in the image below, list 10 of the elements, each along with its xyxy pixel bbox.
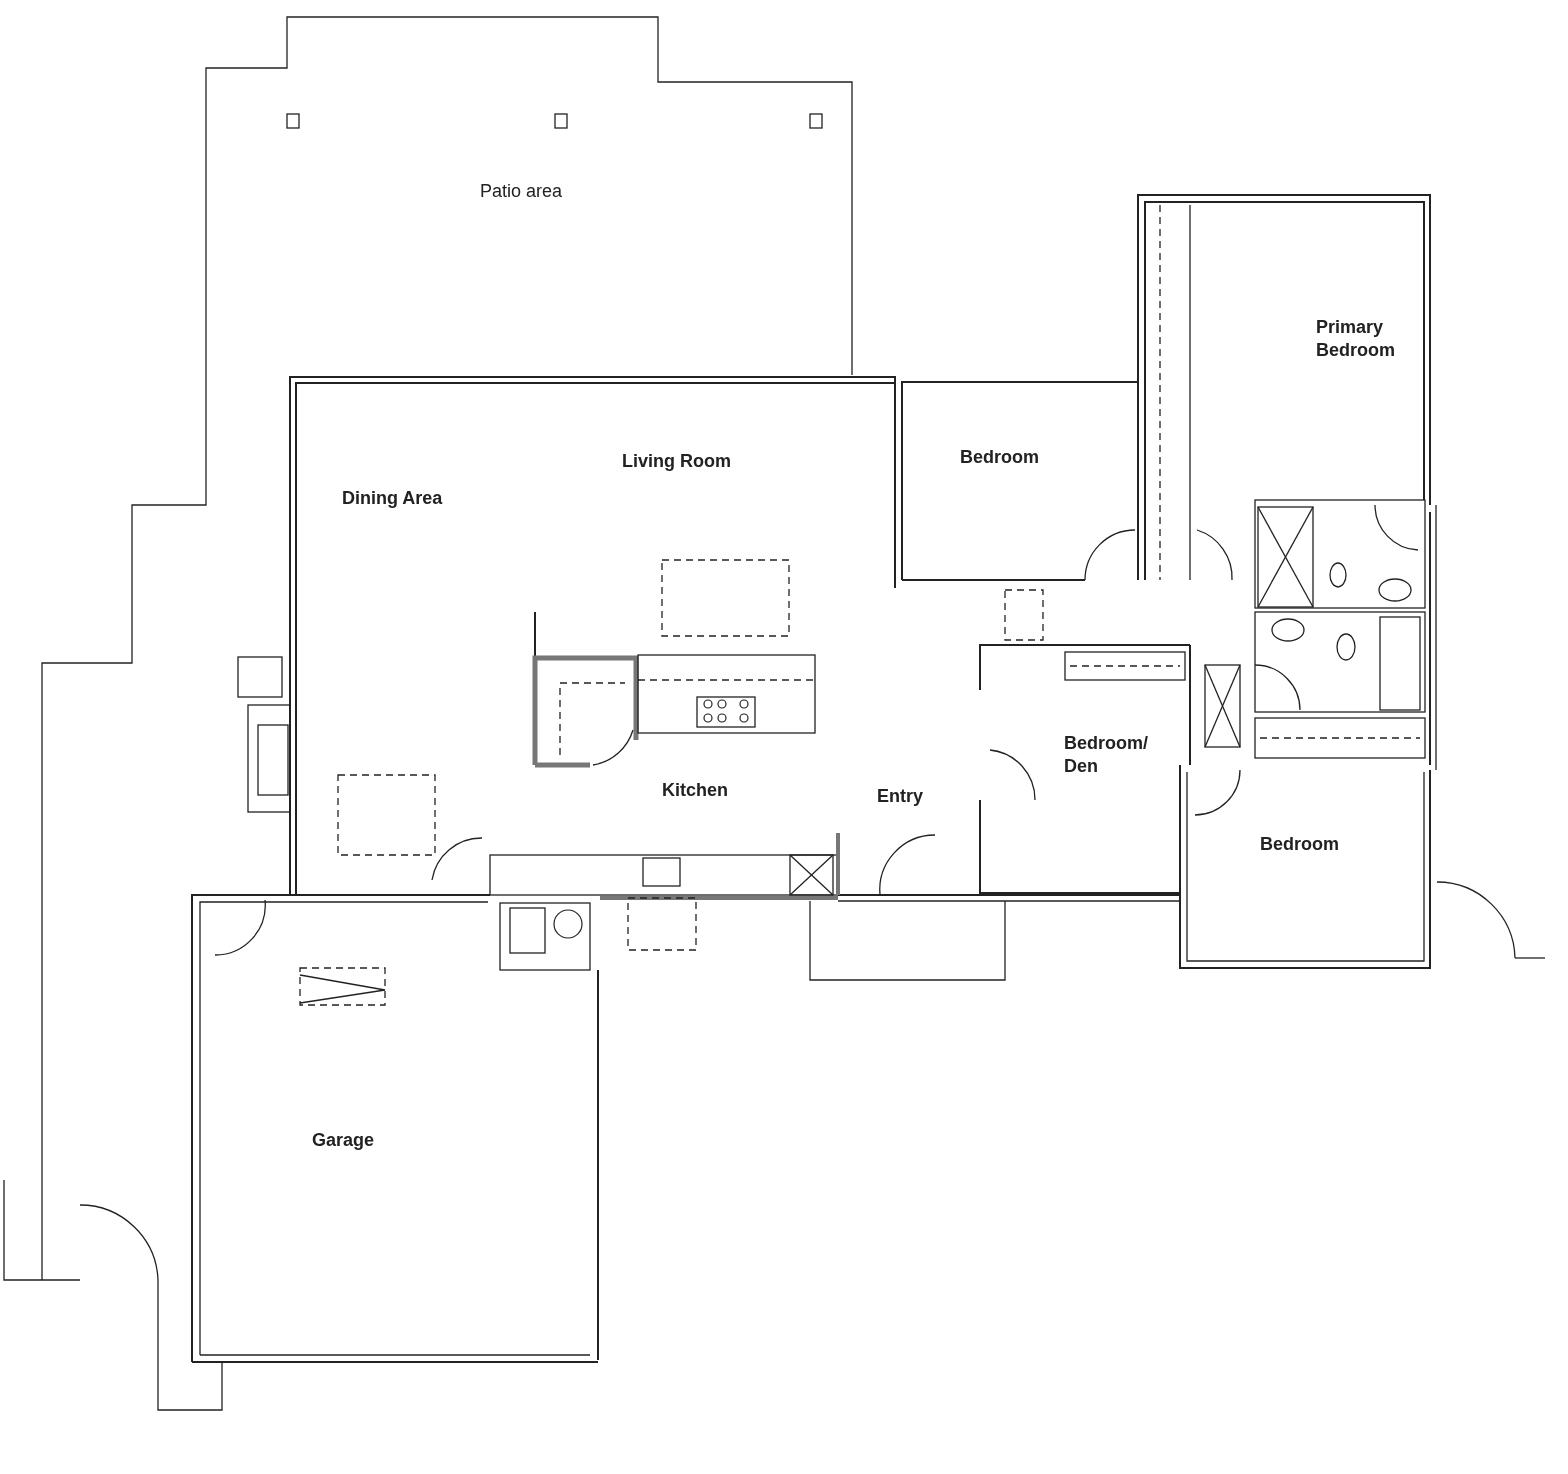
room-label: Bedroom <box>1260 833 1340 856</box>
room-label: Bedroom <box>960 446 1040 469</box>
room-label: Kitchen <box>662 779 729 802</box>
room-label: Living Room <box>622 450 732 473</box>
room-label: Patio area <box>480 180 564 203</box>
room-label: Primary Bedroom <box>1316 316 1396 362</box>
room-label: Entry <box>877 785 924 808</box>
room-label: Garage <box>312 1129 376 1152</box>
room-label: Dining Area <box>342 487 444 510</box>
room-label: Bedroom/ Den <box>1064 732 1149 778</box>
